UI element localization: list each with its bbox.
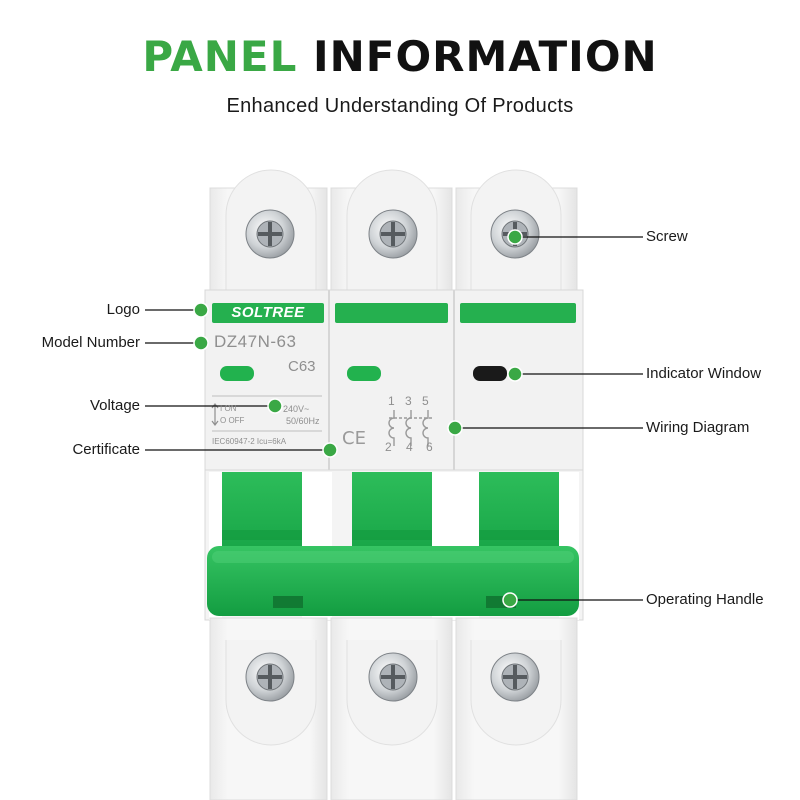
callout-model-number: Model Number [41,334,140,351]
bottom-terminals [209,617,578,800]
dot-certificate [322,442,338,458]
on-label: I ON [220,404,237,413]
dot-voltage [267,398,283,414]
screw-icon [368,652,418,702]
callout-certificate: Certificate [72,441,140,458]
terminal-bottom-2: 2 [385,440,392,454]
title-part-1: PANEL [142,32,298,81]
screw-icon [245,652,295,702]
callout-wiring-diagram: Wiring Diagram [646,419,750,436]
brand-logo: SOLTREE [231,304,305,321]
title-part-2: INFORMATION [312,32,658,81]
dot-screw [507,229,523,245]
face-panel [204,289,584,471]
page-title: PANEL INFORMATION [0,32,800,81]
off-label: O OFF [220,416,245,425]
standard-text: IEC60947-2 Icu=6kA [212,437,287,446]
frequency-text: 50/60Hz [286,416,320,426]
terminal-bottom-4: 4 [406,440,413,454]
dot-model-number [193,335,209,351]
dot-wiring-diagram [447,420,463,436]
dot-logo [193,302,209,318]
callout-operating-handle: Operating Handle [646,591,764,608]
terminal-top-5: 5 [422,394,429,408]
screw-icon [490,652,540,702]
dot-operating-handle [502,592,518,608]
screw-icons [245,209,540,702]
operating-handle-bar [207,546,579,616]
screw-icon [245,209,295,259]
callout-screw: Screw [646,228,688,245]
terminal-top-1: 1 [388,394,395,408]
terminal-bottom-6: 6 [426,440,433,454]
model-number-text: DZ47N-63 [214,332,297,351]
callout-indicator-window: Indicator Window [646,365,762,382]
voltage-text: 240V~ [283,404,310,414]
dot-indicator-window [507,366,523,382]
callout-voltage: Voltage [89,397,140,414]
rating-text: C63 [288,358,316,375]
page-subtitle: Enhanced Understanding Of Products [226,95,574,117]
callout-leaders [145,236,643,601]
terminal-top-3: 3 [405,394,412,408]
callout-logo: Logo [106,301,140,318]
callout-dots [193,229,523,608]
screw-icon [368,209,418,259]
ce-mark: CE [342,428,366,449]
